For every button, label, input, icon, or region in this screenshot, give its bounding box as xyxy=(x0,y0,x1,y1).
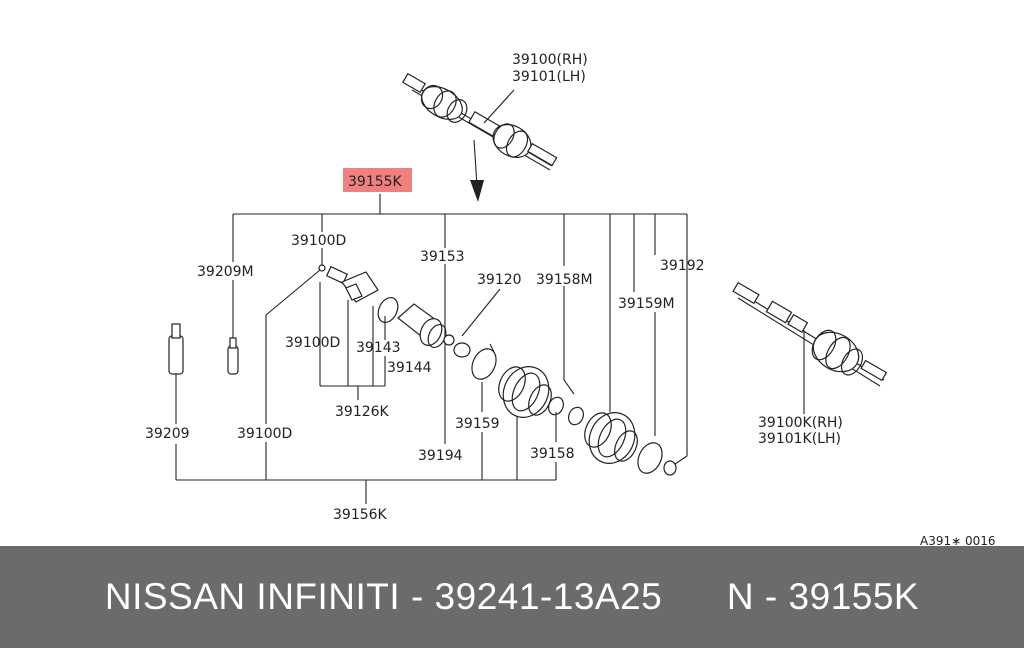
label-39144: 39144 xyxy=(387,360,432,376)
reference-code: A391∗ 0016 xyxy=(920,534,996,546)
label-39100d-top: 39100D xyxy=(291,233,346,249)
label-39159m: 39159M xyxy=(618,296,675,312)
label-39153: 39153 xyxy=(420,249,465,265)
drive-shaft-assembly-top xyxy=(402,72,558,171)
washer-part-39153 xyxy=(443,334,455,346)
label-39100d-low: 39100D xyxy=(237,426,292,442)
tripod-part-39100d xyxy=(318,264,379,303)
boot-part-39158m-a xyxy=(498,366,552,418)
parts-diagram: 39100(RH) 39101(LH) 39155K xyxy=(145,52,996,546)
bracket-lines xyxy=(175,194,688,504)
label-39126k: 39126K xyxy=(335,404,390,420)
band-part-39159-a xyxy=(471,343,497,380)
pin-part-39209m xyxy=(227,337,239,375)
label-39156k: 39156K xyxy=(333,507,388,523)
label-39158m: 39158M xyxy=(536,272,593,288)
clip-part-39120 xyxy=(453,342,471,358)
assembly-rh-label: 39100(RH) xyxy=(512,52,588,68)
label-39194: 39194 xyxy=(418,448,463,464)
assembly-lh-label: 39101(LH) xyxy=(512,69,586,85)
label-39209m: 39209M xyxy=(197,264,254,280)
boot-part-39159m xyxy=(584,412,638,464)
pin-part-39209 xyxy=(168,323,184,375)
housing-part-39144 xyxy=(397,303,447,348)
label-39143: 39143 xyxy=(356,340,401,356)
label-39100d-mid: 39100D xyxy=(285,335,340,351)
footer-text: NISSAN INFINITI - 39241-13A25 N - 39155K xyxy=(104,576,920,617)
band-part-39158m xyxy=(568,406,584,426)
band-part-39158-a xyxy=(548,396,564,416)
arrow-down-icon xyxy=(470,139,484,202)
band-part-39159-b xyxy=(637,442,663,474)
footer-banner: NISSAN INFINITI - 39241-13A25 N - 39155K xyxy=(0,546,1024,648)
highlighted-part-label: 39155K xyxy=(348,174,403,190)
label-39158: 39158 xyxy=(530,446,575,462)
right-lh-label: 39101K(LH) xyxy=(758,431,841,447)
drive-shaft-assembly-right xyxy=(732,281,888,414)
label-39120: 39120 xyxy=(477,272,522,288)
highlight-box xyxy=(343,168,412,192)
right-rh-label: 39100K(RH) xyxy=(758,415,843,431)
ring-part-39143 xyxy=(377,297,399,323)
label-39192: 39192 xyxy=(660,258,705,274)
label-39209: 39209 xyxy=(145,426,190,442)
label-39159: 39159 xyxy=(455,416,500,432)
washer-part-39192 xyxy=(663,460,677,476)
